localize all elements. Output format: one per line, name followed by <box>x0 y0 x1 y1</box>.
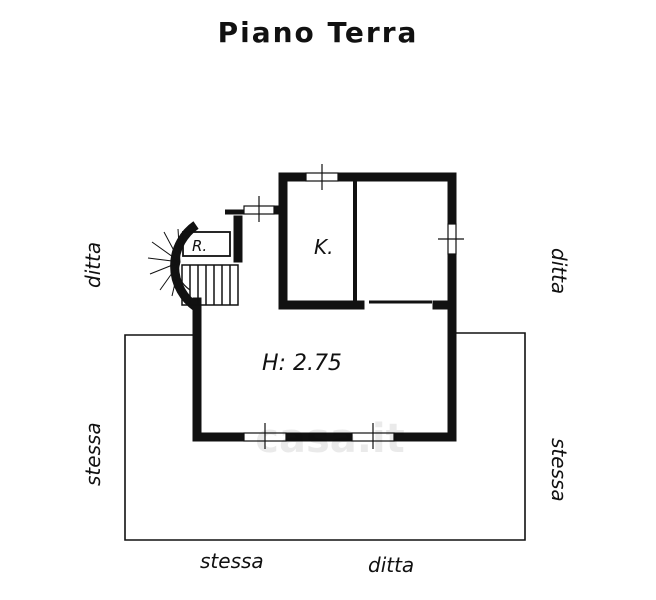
neighbor-label-left-top: ditta <box>81 242 105 288</box>
kitchen-label: K. <box>314 235 333 259</box>
neighbor-label-right-bottom: stessa <box>547 438 571 502</box>
building-walls <box>192 172 457 442</box>
ceiling-height-label: H: 2.75 <box>262 351 342 376</box>
lot-boundary <box>124 332 526 541</box>
watermark-logo: casa.it <box>255 416 405 462</box>
storage-label: R. <box>192 237 207 255</box>
neighbor-label-bottom-left: stessa <box>200 549 264 573</box>
window-openings <box>243 164 464 449</box>
neighbor-label-right-top: ditta <box>547 248 571 294</box>
neighbor-label-left-bottom: stessa <box>81 422 105 486</box>
neighbor-label-bottom-right: ditta <box>368 553 414 577</box>
stair-flight <box>181 264 239 306</box>
spiral-stair <box>147 221 199 311</box>
plan-title: Piano Terra <box>218 16 419 49</box>
storage-closet <box>182 231 231 257</box>
